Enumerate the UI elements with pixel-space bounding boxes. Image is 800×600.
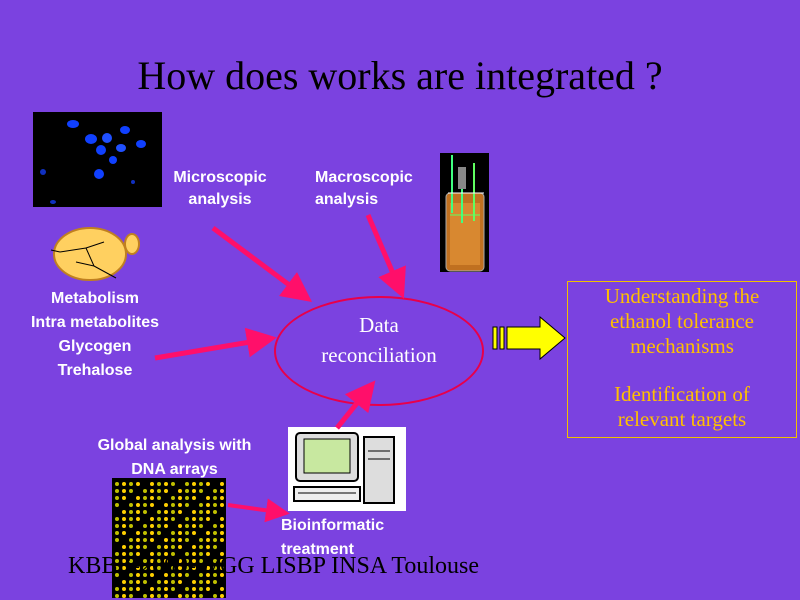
microscopy-cells <box>40 120 146 204</box>
macroscopic-label-line1: Macroscopic <box>315 169 413 186</box>
result-line1: Understanding the <box>604 284 760 308</box>
microscopic-analysis-label: Microscopic analysis <box>160 167 280 211</box>
arrow-macroscopic <box>365 214 406 299</box>
metabolism-label-line1: Metabolism <box>50 290 139 307</box>
metabolism-label-line2: Intra metabolites <box>30 314 160 331</box>
arrow-dna <box>227 498 290 523</box>
global-label-line1: Global analysis with <box>97 437 252 454</box>
metabolism-label-line4: Trehalose <box>57 362 133 379</box>
result-line2: ethanol tolerance <box>609 309 754 333</box>
center-line2: reconciliation <box>321 343 437 367</box>
dna-array-image <box>112 478 226 598</box>
data-reconciliation-text: Data reconciliation <box>274 310 484 370</box>
metabolism-cell-drawing <box>46 222 142 284</box>
macroscopic-analysis-label: Macroscopic analysis <box>315 167 445 211</box>
global-analysis-label: Global analysis with DNA arrays <box>72 434 277 482</box>
result-line4: Identification of <box>614 382 750 406</box>
bioinformatic-label-line1: Bioinformatic <box>281 517 385 534</box>
bioinformatic-label-line2: treatment <box>281 541 354 558</box>
slide-footer: KBBE-2009-07GG LISBP INSA Toulouse <box>68 553 480 579</box>
microscopic-label-line2: analysis <box>188 191 252 208</box>
result-line5: relevant targets <box>617 407 747 431</box>
result-line3: mechanisms <box>630 334 734 358</box>
slide-title: How does works are integrated ? <box>137 53 663 98</box>
arrow-bioinformatic <box>335 380 376 430</box>
arrow-metabolism <box>154 327 277 361</box>
result-box <box>567 281 797 438</box>
microscopy-image <box>33 112 162 207</box>
microscopic-label-line1: Microscopic <box>173 169 267 186</box>
bioreactor-image <box>440 153 489 272</box>
computer-clipart <box>288 427 406 511</box>
center-line1: Data <box>359 313 399 337</box>
metabolism-label-line3: Glycogen <box>58 338 132 355</box>
big-yellow-arrow <box>492 315 566 361</box>
macroscopic-label-line2: analysis <box>315 191 379 208</box>
bioinformatic-label: Bioinformatic treatment <box>281 514 421 562</box>
metabolism-label: Metabolism Intra metabolites Glycogen Tr… <box>5 287 185 383</box>
global-label-line2: DNA arrays <box>131 461 218 478</box>
arrow-microscopic <box>211 225 313 302</box>
